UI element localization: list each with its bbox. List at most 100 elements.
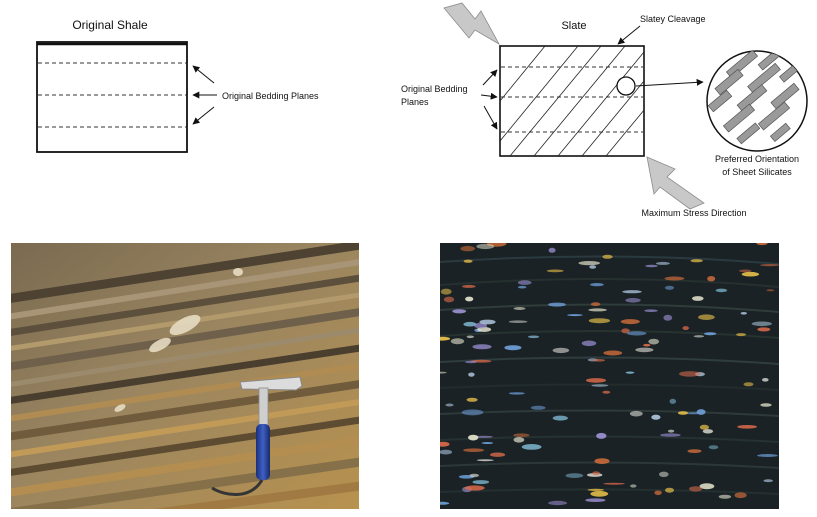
mineral-grain [660,433,681,437]
mineral-grain [621,328,630,334]
rock-layer [11,274,359,336]
outcrop-photo [11,243,359,509]
mineral-grain [762,378,769,382]
mineral-grain [469,473,480,478]
mineral-grain [707,276,716,282]
mineral-grain [565,473,584,478]
mineral-grain [440,501,450,505]
thin-section-photo [440,243,779,509]
shale-title: Original Shale [72,18,148,32]
rock-layer [11,344,359,404]
mineral-grain [521,444,542,450]
mineral-grain [734,492,747,499]
mineral-grain [741,271,760,277]
mineral-grain [696,409,706,415]
shale-bedding-arrow-1 [192,65,215,84]
mineral-grain [590,490,609,497]
mineral-grain [465,296,474,302]
mineral-grain [651,414,661,420]
mineral-grain [743,382,754,387]
mineral-grain [518,285,527,289]
mineral-grain [644,309,658,313]
mineral-grain [517,280,532,285]
cleavage-line [581,80,644,156]
mineral-grain [445,403,454,407]
stress-arrow-bottom-right [646,156,705,210]
mineral-grain [443,296,455,303]
mineral-grain [602,390,611,394]
mineral-grain [693,335,705,338]
mineral-grain [463,321,477,327]
mineral-grain [474,322,487,329]
mineral-grain [513,307,526,310]
rock-layer [11,363,359,422]
mineral-grain [440,449,453,455]
mineral-grain [648,338,660,345]
silicate-grain [769,122,791,142]
mineral-grain [468,434,479,441]
mineral-grain [465,360,477,364]
mineral-grain [461,409,484,416]
silicate-grain [725,51,759,79]
shale-panel: Original Shale Original Bedding Planes [36,18,319,153]
shale-bedding-arrow-3 [192,106,215,125]
mineral-grain [682,326,689,331]
mineral-grain [490,452,506,457]
mineral-grain [504,345,522,351]
mineral-grain [548,247,556,253]
mineral-grain [466,335,474,339]
quartz-vein [149,337,171,353]
mineral-grain [594,458,610,464]
cleavage-line [605,109,644,156]
slate-bedding-label-line2: Planes [401,97,429,107]
mineral-grain [589,265,597,269]
rock-layer [11,380,359,441]
mineral-grain [450,338,465,345]
mineral-grain [592,471,600,476]
mineral-grain [528,335,540,339]
mineral-grain [479,319,496,325]
mineral-grain [643,343,651,347]
mineral-grain [757,327,771,332]
mineral-grain [468,372,475,377]
slate-bedding-arrow-3 [483,105,498,130]
mineral-grain [530,405,546,410]
mineral-grain [757,454,778,457]
mineral-grain [692,296,704,301]
quartz-vein [114,404,126,412]
silicate-grain [707,89,733,113]
mineral-grain [704,332,717,336]
mineral-grain [625,298,641,303]
cleavage-arrow [617,25,641,45]
rock-layer [11,457,359,509]
rock-hammer [211,376,303,496]
slate-title: Slate [561,20,586,32]
mineral-grains [440,243,779,506]
mineral-grain [718,494,732,499]
mineral-grain [763,479,773,483]
mineral-grain [699,483,715,490]
mineral-grain [664,276,685,281]
mineral-grain [663,314,673,321]
mineral-grain [698,314,715,321]
foliation-bands [440,255,779,495]
cleavage-line [500,46,579,142]
mineral-grain [513,437,525,443]
silicate-grain [714,68,744,96]
slate-block [499,45,645,157]
rock-layer [153,481,359,509]
cleavage-line [509,46,602,156]
mineral-grain [548,500,568,506]
rock-layer [11,416,359,476]
mineral-grain [687,449,702,453]
mineral-grain [702,429,714,434]
mineral-grain [664,285,675,290]
mineral-grain [603,482,625,485]
mineral-grain [668,429,675,433]
mineral-grain [590,302,601,307]
mineral-grain [679,371,701,377]
mineral-grain [552,347,570,354]
mineral-grain [585,498,606,503]
mineral-grain [645,264,658,268]
mineral-grain [590,283,604,287]
